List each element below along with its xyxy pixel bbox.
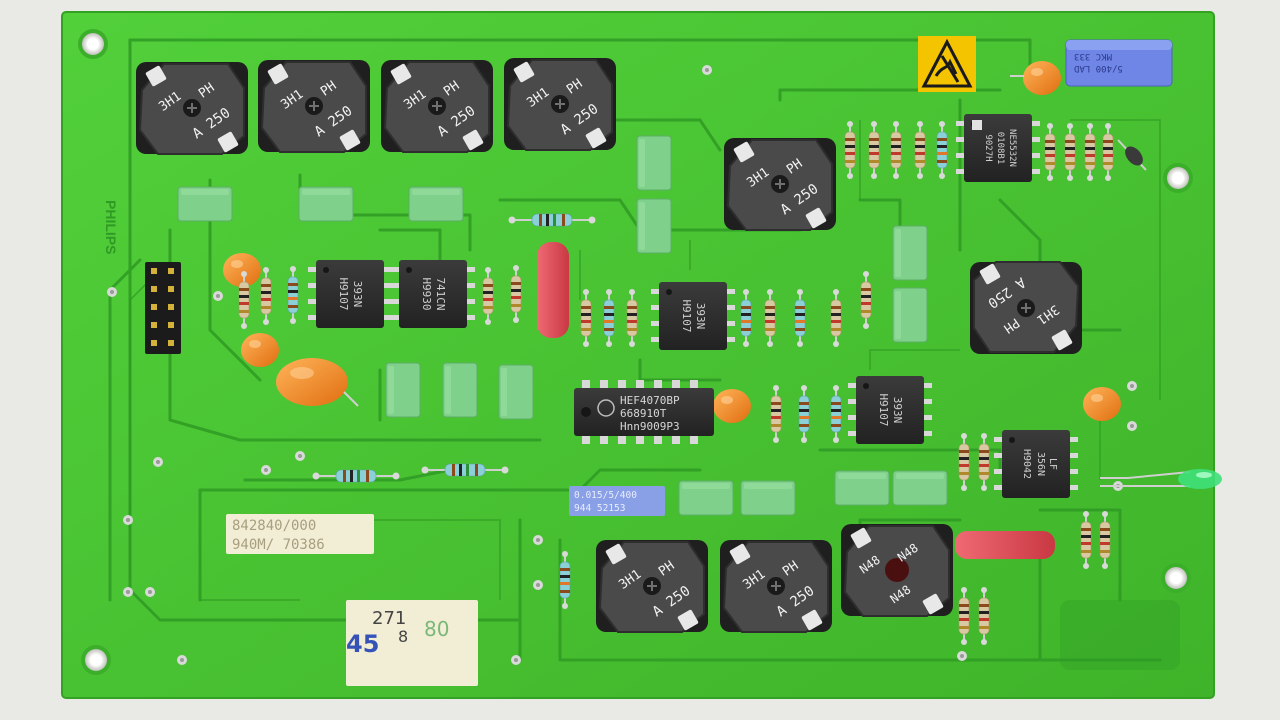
ic-chip-1: 393N H9107 xyxy=(308,260,392,328)
coil-transformer-5: 3H1 PH A 250 xyxy=(724,138,836,230)
ic5-text-1: 393N xyxy=(891,397,904,424)
sticker-number-b: 80 xyxy=(424,617,449,641)
ic-chip-5: 393N H9107 xyxy=(848,376,932,444)
ic1-text-1: 393N xyxy=(351,281,364,308)
ic6-text-1: LF xyxy=(1047,458,1058,470)
ic7-text-1: NE5532N xyxy=(1007,129,1017,167)
diode xyxy=(1117,139,1147,171)
coil-5-label-b: PH xyxy=(784,156,805,177)
blue-label-text-2: 944 52153 xyxy=(574,503,625,514)
coil-8-label-b: PH xyxy=(780,558,801,579)
ic6-text-3: H9042 xyxy=(1021,449,1032,479)
ic3-text-1: 393N xyxy=(694,303,707,330)
blue-cap-text-1: MKC 333 xyxy=(1074,51,1112,61)
coil-6-label-b: PH xyxy=(1001,314,1022,335)
esd-warning-icon xyxy=(918,36,976,92)
ic-chip-6: LF 356N H9042 xyxy=(994,430,1078,498)
red-capacitors xyxy=(537,242,1055,559)
blue-cap-text-2: 5/400 LAD xyxy=(1074,63,1123,73)
ic2-text-2: H9930 xyxy=(420,277,433,310)
tantalum-capacitors xyxy=(223,61,1121,423)
ic4-text-2: 668910T xyxy=(620,407,667,420)
ic7-text-2: 0108B1 xyxy=(995,132,1005,165)
coil-transformer-1: 3H1 PH A 250 xyxy=(136,62,248,154)
sticker-number-a: 271 xyxy=(372,608,406,629)
ic4-text-3: Hnn9009P3 xyxy=(620,420,680,433)
ic-chip-2: 741CN H9930 xyxy=(391,260,475,328)
inspection-sticker: 271 80 45 8 xyxy=(346,600,478,686)
ic-chip-4: HEF4070BP 668910T Hnn9009P3 xyxy=(574,380,714,444)
serial-text-1: 842840/000 xyxy=(232,518,316,534)
copper-pour xyxy=(1060,600,1180,670)
copper-traces-thin xyxy=(129,119,1161,601)
ic3-text-2: H9107 xyxy=(680,299,693,332)
coil-2-label-b: PH xyxy=(318,78,339,99)
silkscreen-maker: PHILIPS xyxy=(103,200,119,254)
ic-chip-7: NE5532N 0108B1 9027H xyxy=(956,114,1040,182)
coil-transformer-2: 3H1 PH A 250 xyxy=(258,60,370,152)
sticker-number-c: 45 xyxy=(346,630,379,658)
sticker-number-d: 8 xyxy=(398,627,408,646)
coil-transformer-7: 3H1 PH A 250 xyxy=(596,540,708,632)
coil-transformer-3: 3H1 PH A 250 xyxy=(381,60,493,152)
coil-transformer-n48: N48 N48 N48 xyxy=(841,524,953,616)
ic2-text-1: 741CN xyxy=(434,277,447,310)
ic1-text-2: H9107 xyxy=(337,277,350,310)
ic4-text-1: HEF4070BP xyxy=(620,394,680,407)
ic-chip-3: 393N H9107 xyxy=(651,282,735,350)
blue-box-capacitor: MKC 333 5/400 LAD xyxy=(1065,39,1173,87)
blue-component-label: 0.015/5/400 944 52153 xyxy=(569,486,665,516)
led-indicator xyxy=(1100,469,1222,489)
serial-label: 842840/000 940M/ 70386 xyxy=(226,514,374,554)
coil-transformer-4: 3H1 PH A 250 xyxy=(504,58,616,150)
coil-3-label-b: PH xyxy=(441,78,462,99)
serial-text-2: 940M/ 70386 xyxy=(232,537,325,553)
coil-4-label-b: PH xyxy=(564,76,585,97)
ic6-text-2: 356N xyxy=(1035,452,1046,476)
coil-7-label-b: PH xyxy=(656,558,677,579)
blue-label-text-1: 0.015/5/400 xyxy=(574,490,637,501)
pin-header xyxy=(145,262,181,354)
coil-1-label-b: PH xyxy=(196,80,217,101)
coil-transformer-8: 3H1 PH A 250 xyxy=(720,540,832,632)
coil-transformer-6: 3H1 PH A 250 xyxy=(970,262,1082,354)
ic7-text-3: 9027H xyxy=(983,134,993,161)
ic5-text-2: H9107 xyxy=(877,393,890,426)
